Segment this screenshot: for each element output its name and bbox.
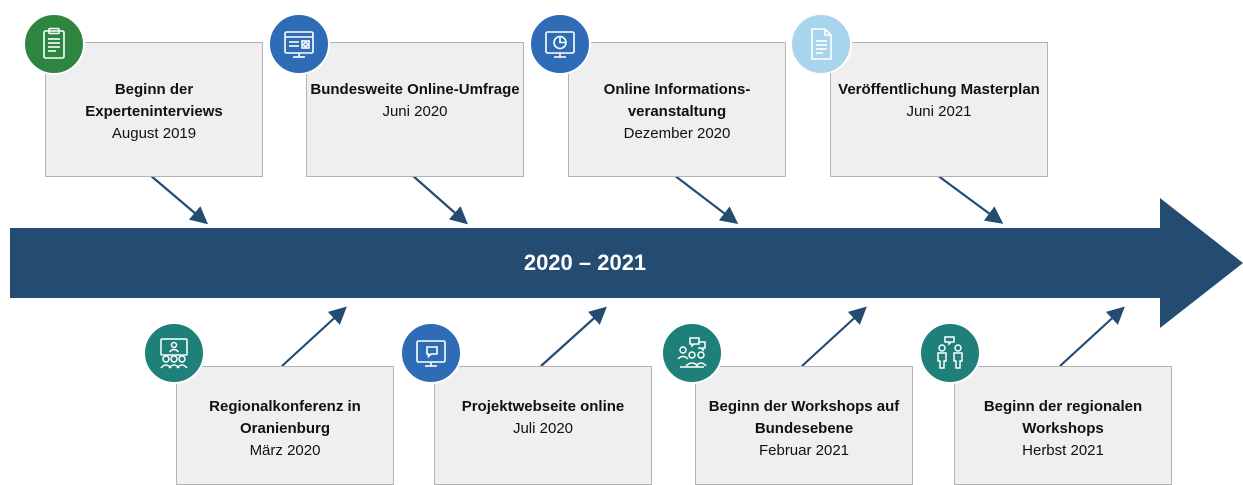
connector-arrow-top-4 bbox=[936, 174, 1004, 224]
event-date: Herbst 2021 bbox=[1022, 442, 1104, 459]
connector-arrow-top-2 bbox=[411, 174, 468, 225]
connector-arrow-top-3 bbox=[673, 174, 739, 225]
document-icon bbox=[790, 13, 852, 75]
event-card-informationsveranstaltung: Online Informations-veranstaltung Dezemb… bbox=[568, 42, 786, 177]
event-card-workshops-bundesebene: Beginn der Workshops auf Bundesebene Feb… bbox=[695, 366, 913, 485]
event-date: Februar 2021 bbox=[758, 442, 850, 459]
event-title: Beginn der regionalen Workshops bbox=[983, 398, 1143, 437]
presentation-chart-icon bbox=[529, 13, 591, 75]
clipboard-icon bbox=[23, 13, 85, 75]
connector-arrow-bottom-1 bbox=[281, 306, 347, 367]
event-card-masterplan: Veröffentlichung Masterplan Juni 2021 bbox=[830, 42, 1048, 177]
event-card-projektwebseite: Projektwebseite online Juli 2020 bbox=[434, 366, 652, 485]
connector-arrow-bottom-2 bbox=[540, 306, 607, 367]
event-card-regionale-workshops: Beginn der regionalen Workshops Herbst 2… bbox=[954, 366, 1172, 485]
timeline-label: 2020 – 2021 bbox=[523, 250, 647, 275]
event-title: Beginn der Workshops auf Bundesebene bbox=[708, 398, 900, 437]
web-survey-icon bbox=[268, 13, 330, 75]
connector-arrow-top-1 bbox=[149, 174, 209, 225]
event-card-regionalkonferenz: Regionalkonferenz in Oranienburg März 20… bbox=[176, 366, 394, 485]
event-date: März 2020 bbox=[249, 442, 321, 459]
event-date: Juli 2020 bbox=[512, 420, 574, 437]
event-date: August 2019 bbox=[111, 125, 197, 142]
event-date: Dezember 2020 bbox=[623, 125, 731, 142]
group-discussion-icon bbox=[661, 322, 723, 384]
event-title: Veröffentlichung Masterplan bbox=[838, 81, 1040, 98]
event-title: Online Informations-veranstaltung bbox=[603, 81, 751, 120]
event-card-experteninterviews: Beginn der Experteninterviews August 201… bbox=[45, 42, 263, 177]
website-monitor-icon bbox=[400, 322, 462, 384]
event-date: Juni 2021 bbox=[906, 103, 972, 120]
event-title: Bundesweite Online-Umfrage bbox=[310, 81, 520, 98]
event-card-online-umfrage: Bundesweite Online-Umfrage Juni 2020 bbox=[306, 42, 524, 177]
two-people-talking-icon bbox=[919, 322, 981, 384]
connector-arrow-bottom-3 bbox=[801, 306, 867, 367]
event-title: Regionalkonferenz in Oranienburg bbox=[209, 398, 361, 437]
timeline-arrow-bar bbox=[10, 228, 1160, 298]
event-date: Juni 2020 bbox=[382, 103, 448, 120]
connector-arrow-bottom-4 bbox=[1059, 306, 1125, 367]
conference-audience-icon bbox=[143, 322, 205, 384]
event-title: Beginn der Experteninterviews bbox=[85, 81, 223, 120]
event-title: Projektwebseite online bbox=[461, 398, 625, 415]
